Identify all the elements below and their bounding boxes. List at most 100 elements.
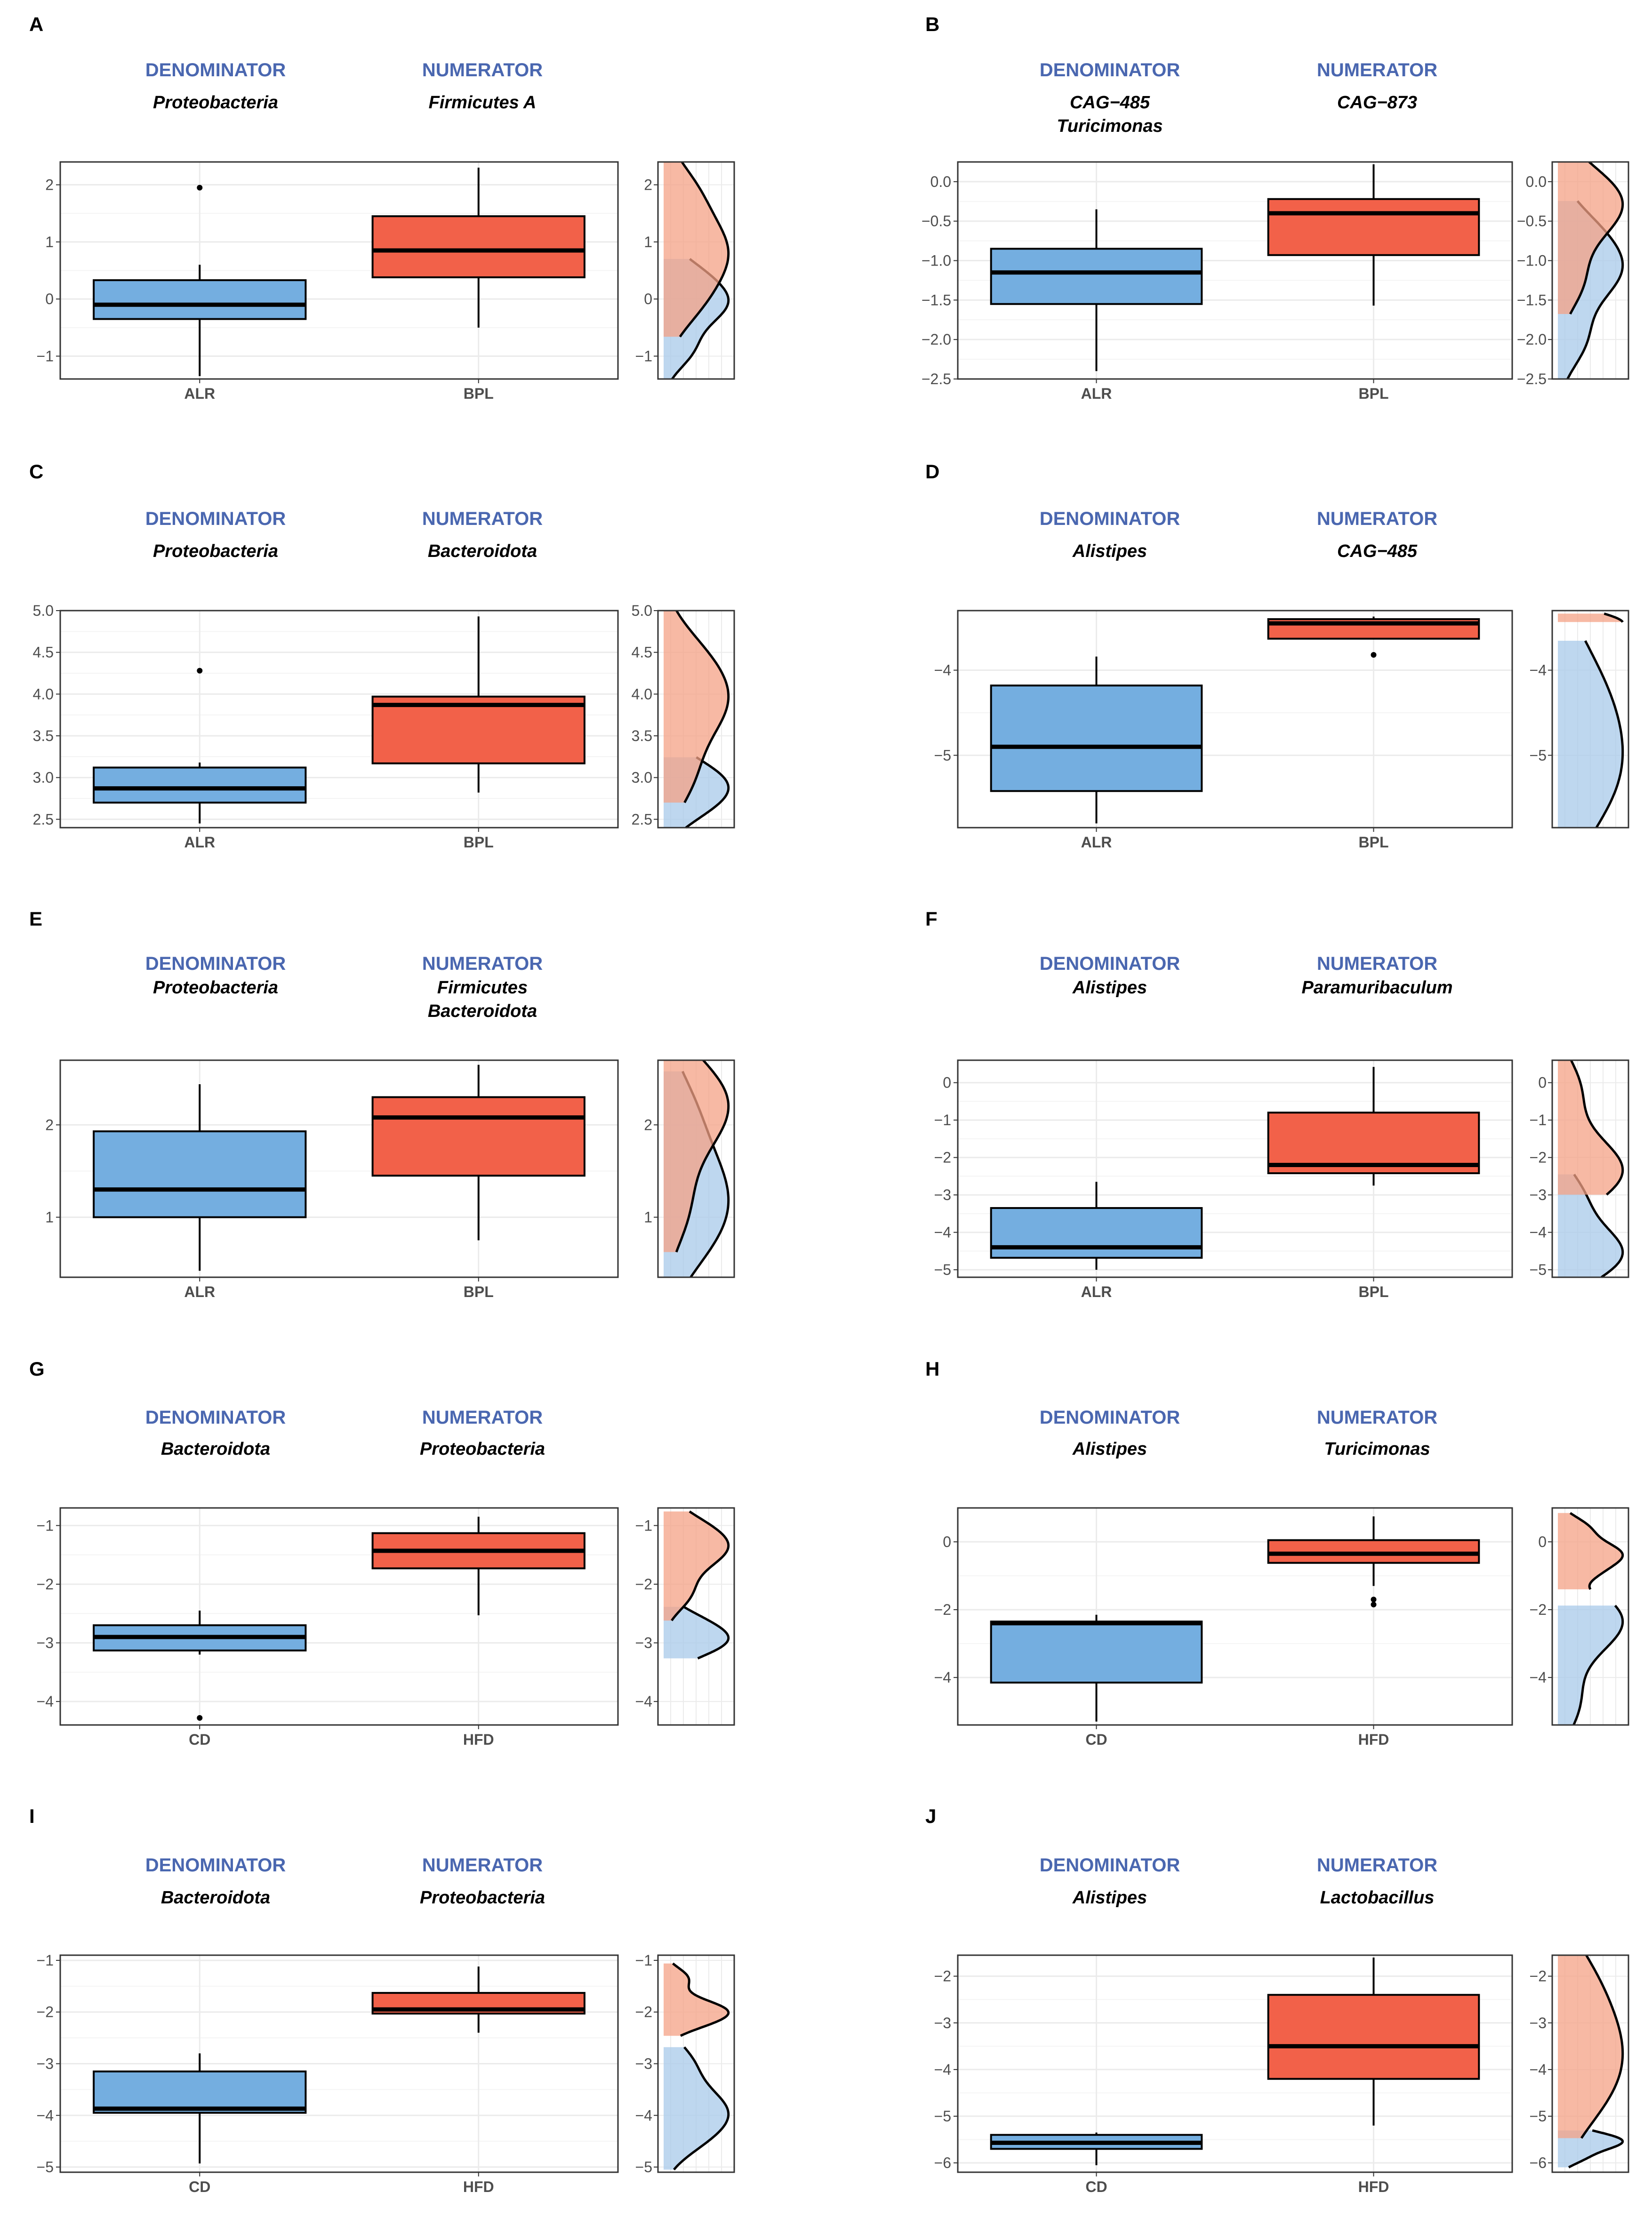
outlier-point	[1371, 652, 1377, 658]
box-iqr	[371, 695, 585, 765]
density-curve-cd	[683, 1605, 730, 1660]
box-cd	[990, 1614, 1203, 1722]
denominator-taxon: Bacteroidota	[161, 1888, 270, 1908]
outlier-point	[197, 668, 203, 674]
density-tick-label: −4	[1530, 1224, 1547, 1241]
density-fill-cd	[664, 1607, 729, 1659]
density-tick-label: 5.0	[632, 602, 652, 619]
density-panel: −4−20	[1530, 1507, 1629, 1726]
density-fill-hfd	[1558, 1955, 1623, 2138]
x-category-label: BPL	[1359, 1283, 1389, 1300]
x-category-label: HFD	[1358, 2178, 1389, 2195]
density-tick-label: −5	[635, 2159, 652, 2176]
denominator-taxon: Alistipes	[1072, 1439, 1147, 1459]
numerator-heading: NUMERATOR	[422, 508, 543, 529]
box-iqr	[990, 1207, 1203, 1259]
density-tick-label: −3	[1530, 1186, 1547, 1203]
density-panel: 12	[644, 1059, 735, 1278]
panel-letter: J	[925, 1805, 936, 1827]
y-tick-label: −0.5	[922, 213, 951, 230]
density-curve-cd	[1572, 1604, 1624, 1726]
density-panel: −5−4	[1530, 610, 1629, 829]
y-tick-label: −4	[37, 1693, 54, 1710]
x-category-label: ALR	[184, 1283, 215, 1300]
x-category-label: CD	[189, 1731, 210, 1748]
y-tick-label: −2.0	[922, 331, 951, 348]
denominator-heading: DENOMINATOR	[145, 60, 286, 81]
density-tick-label: −1	[1530, 1112, 1547, 1128]
numerator-heading: NUMERATOR	[422, 60, 543, 81]
box-bpl	[371, 1064, 585, 1241]
y-tick-label: −2	[934, 1149, 951, 1166]
denominator-heading: DENOMINATOR	[145, 953, 286, 974]
density-curve-alr	[685, 756, 730, 829]
denominator-taxon: Proteobacteria	[153, 978, 278, 998]
x-category-label: CD	[1085, 2178, 1107, 2195]
box-hfd	[1267, 1516, 1480, 1608]
x-category-label: BPL	[464, 834, 494, 851]
density-tick-label: −4	[1530, 1669, 1547, 1686]
x-category-label: BPL	[464, 1283, 494, 1300]
y-tick-label: −5	[934, 747, 951, 764]
plot-border	[957, 1954, 1513, 2173]
density-curve-alr	[1584, 640, 1624, 829]
y-tick-label: 4.5	[33, 644, 54, 661]
density-fill-cd	[664, 2047, 729, 2170]
panel-letter: E	[29, 908, 42, 930]
plot-border	[957, 1059, 1513, 1278]
denominator-heading: DENOMINATOR	[1040, 953, 1180, 974]
density-tick-label: 1	[644, 1209, 652, 1225]
y-tick-label: −5	[934, 2108, 951, 2125]
density-tick-label: −5	[1530, 2108, 1547, 2125]
density-tick-label: −5	[1530, 1261, 1547, 1278]
box-hfd	[1267, 1957, 1480, 2126]
box-iqr	[1267, 198, 1480, 256]
density-tick-label: 4.5	[632, 644, 652, 661]
y-tick-label: 4.0	[33, 685, 54, 702]
density-tick-label: −1	[635, 1952, 652, 1969]
panel-letter: D	[925, 460, 939, 483]
y-tick-label: −2	[934, 1601, 951, 1618]
box-iqr	[93, 2070, 307, 2114]
numerator-heading: NUMERATOR	[1317, 60, 1437, 81]
numerator-heading: NUMERATOR	[422, 1855, 543, 1876]
density-tick-label: −1.5	[1517, 291, 1547, 308]
density-tick-label: 1	[644, 234, 652, 250]
density-panel: 2.53.03.54.04.55.0	[632, 602, 735, 829]
density-border	[657, 1954, 735, 2173]
y-tick-label: 2.5	[33, 811, 54, 828]
plot-border	[59, 161, 619, 380]
denominator-heading: DENOMINATOR	[1040, 1407, 1180, 1428]
x-category-label: BPL	[1359, 834, 1389, 851]
denominator-taxon: Alistipes	[1072, 978, 1147, 998]
numerator-heading: NUMERATOR	[1317, 508, 1437, 529]
denominator-taxon: Proteobacteria	[153, 541, 278, 561]
y-tick-label: −5	[37, 2159, 54, 2176]
denominator-taxon: Turicimonas	[1057, 116, 1163, 136]
x-category-label: ALR	[1081, 1283, 1112, 1300]
numerator-taxon: Lactobacillus	[1320, 1888, 1435, 1908]
density-fill-hfd	[664, 1511, 729, 1621]
x-category-label: HFD	[463, 2178, 494, 2195]
y-tick-label: −3	[934, 1186, 951, 1203]
y-tick-label: −4	[934, 1224, 951, 1241]
density-fill-bpl	[1558, 1060, 1623, 1195]
x-category-label: HFD	[463, 1731, 494, 1748]
numerator-taxon: Bacteroidota	[428, 1001, 537, 1021]
density-tick-label: −4	[635, 2107, 652, 2124]
y-tick-label: −3	[37, 2055, 54, 2072]
box-cd	[93, 2053, 307, 2164]
outlier-point	[197, 185, 203, 191]
outlier-point	[1371, 1596, 1377, 1603]
density-tick-label: −3	[635, 1635, 652, 1652]
plot-border	[59, 1059, 619, 1278]
box-bpl	[371, 168, 585, 328]
box-hfd	[371, 1516, 585, 1616]
y-tick-label: −1	[37, 347, 54, 364]
y-tick-label: −3	[934, 2015, 951, 2031]
denominator-heading: DENOMINATOR	[1040, 60, 1180, 81]
plot-border	[957, 610, 1513, 829]
y-tick-label: −2	[934, 1968, 951, 1985]
